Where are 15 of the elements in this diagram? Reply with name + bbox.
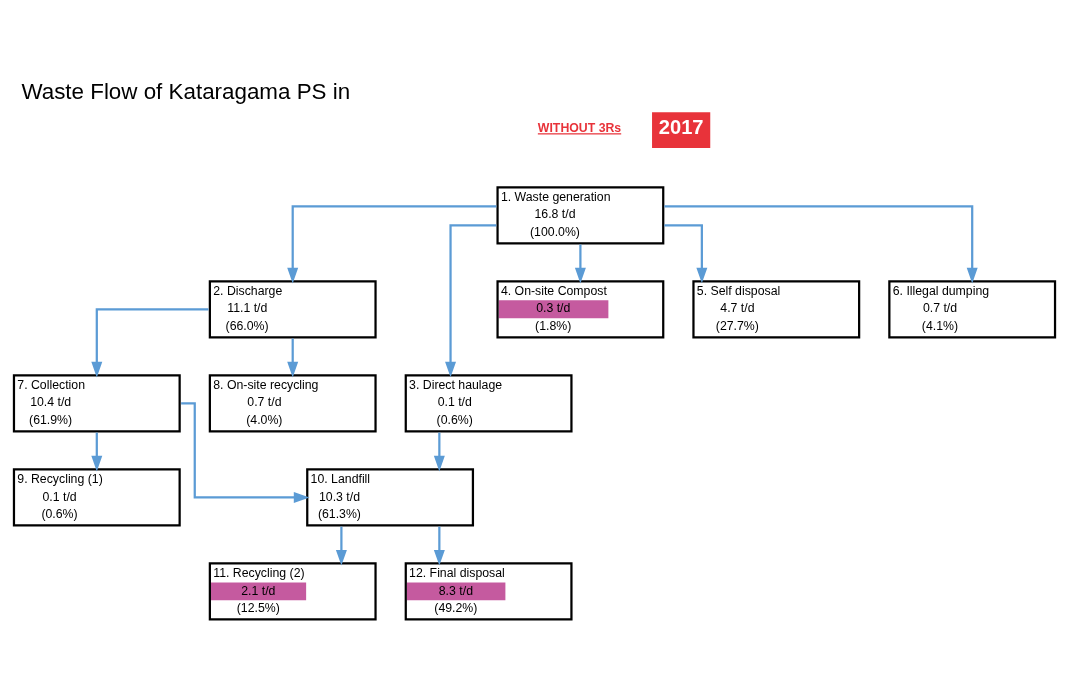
arrow: [445, 223, 497, 377]
label: WITHOUT 3Rs: [537, 120, 622, 135]
arrow: [433, 432, 445, 472]
arrow: [574, 244, 586, 283]
label: 2017: [658, 115, 704, 138]
arrow: [91, 307, 209, 377]
arrow: [91, 432, 103, 472]
arrow: [664, 204, 978, 283]
arrow: [287, 338, 299, 378]
arrow: [335, 526, 347, 566]
diagram-title: Waste Flow of Kataragama PS in: [21, 78, 351, 104]
arrow: [433, 526, 445, 566]
arrow: [287, 204, 497, 283]
arrow: [664, 223, 708, 283]
arrow: [181, 401, 310, 503]
